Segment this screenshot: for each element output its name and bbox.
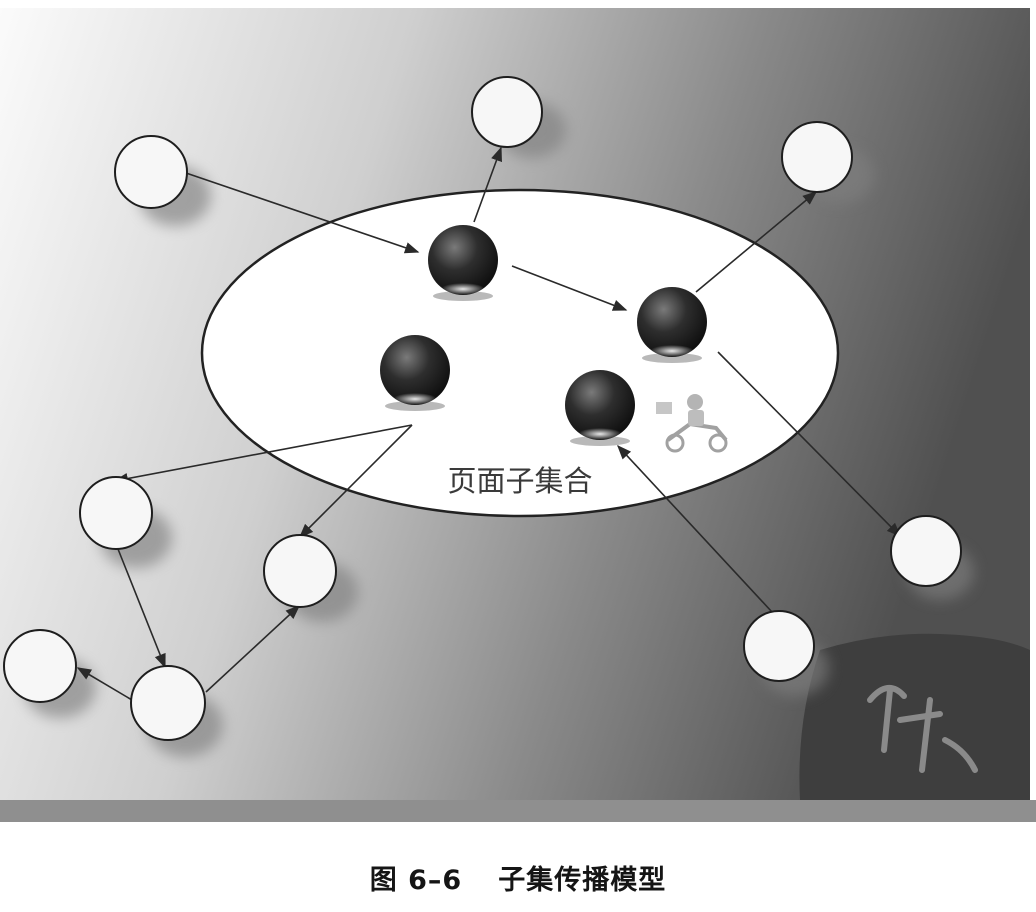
edge-topleft-to-a bbox=[185, 172, 420, 254]
edge-b-to-right bbox=[717, 351, 902, 538]
node-out-topleft bbox=[114, 135, 188, 209]
edge-c-to-left-b bbox=[298, 424, 413, 539]
edge-bottomright-to-d bbox=[617, 444, 773, 613]
edge-left-c-to-left-b bbox=[205, 605, 301, 693]
node-out-left-b bbox=[263, 534, 337, 608]
edge-a-to-b bbox=[511, 265, 628, 311]
stamp-glyph bbox=[867, 685, 978, 773]
node-in-d bbox=[565, 370, 635, 446]
node-out-right bbox=[890, 515, 962, 587]
edge-left-c-to-left-d bbox=[76, 667, 133, 701]
node-in-b bbox=[637, 287, 707, 363]
node-out-left-c bbox=[130, 665, 206, 741]
edge-c-to-left-a bbox=[113, 424, 413, 485]
caption-title: 子集传播模型 bbox=[498, 865, 667, 896]
subset-label: 页面子集合 bbox=[447, 464, 592, 498]
outside-nodes bbox=[3, 76, 962, 741]
scooter-watermark bbox=[656, 394, 728, 453]
figure-caption: 图 6–6 子集传播模型 bbox=[0, 858, 1036, 897]
bottom-shadow-band bbox=[0, 800, 1036, 822]
edges bbox=[76, 146, 902, 701]
node-out-bottomright bbox=[743, 610, 815, 682]
node-in-a bbox=[428, 225, 498, 301]
edge-a-to-top bbox=[473, 146, 502, 223]
node-out-left-d bbox=[3, 629, 77, 703]
node-out-left-a bbox=[79, 476, 153, 550]
caption-number: 图 6–6 bbox=[369, 865, 463, 896]
node-in-c bbox=[380, 335, 450, 411]
subset-propagation-diagram: 页面子集合 bbox=[0, 8, 1036, 822]
edge-left-a-to-left-c bbox=[117, 548, 166, 669]
inside-nodes bbox=[380, 225, 707, 446]
edge-b-to-topright bbox=[695, 191, 818, 293]
node-out-top bbox=[471, 76, 543, 148]
node-out-topright bbox=[781, 121, 853, 193]
